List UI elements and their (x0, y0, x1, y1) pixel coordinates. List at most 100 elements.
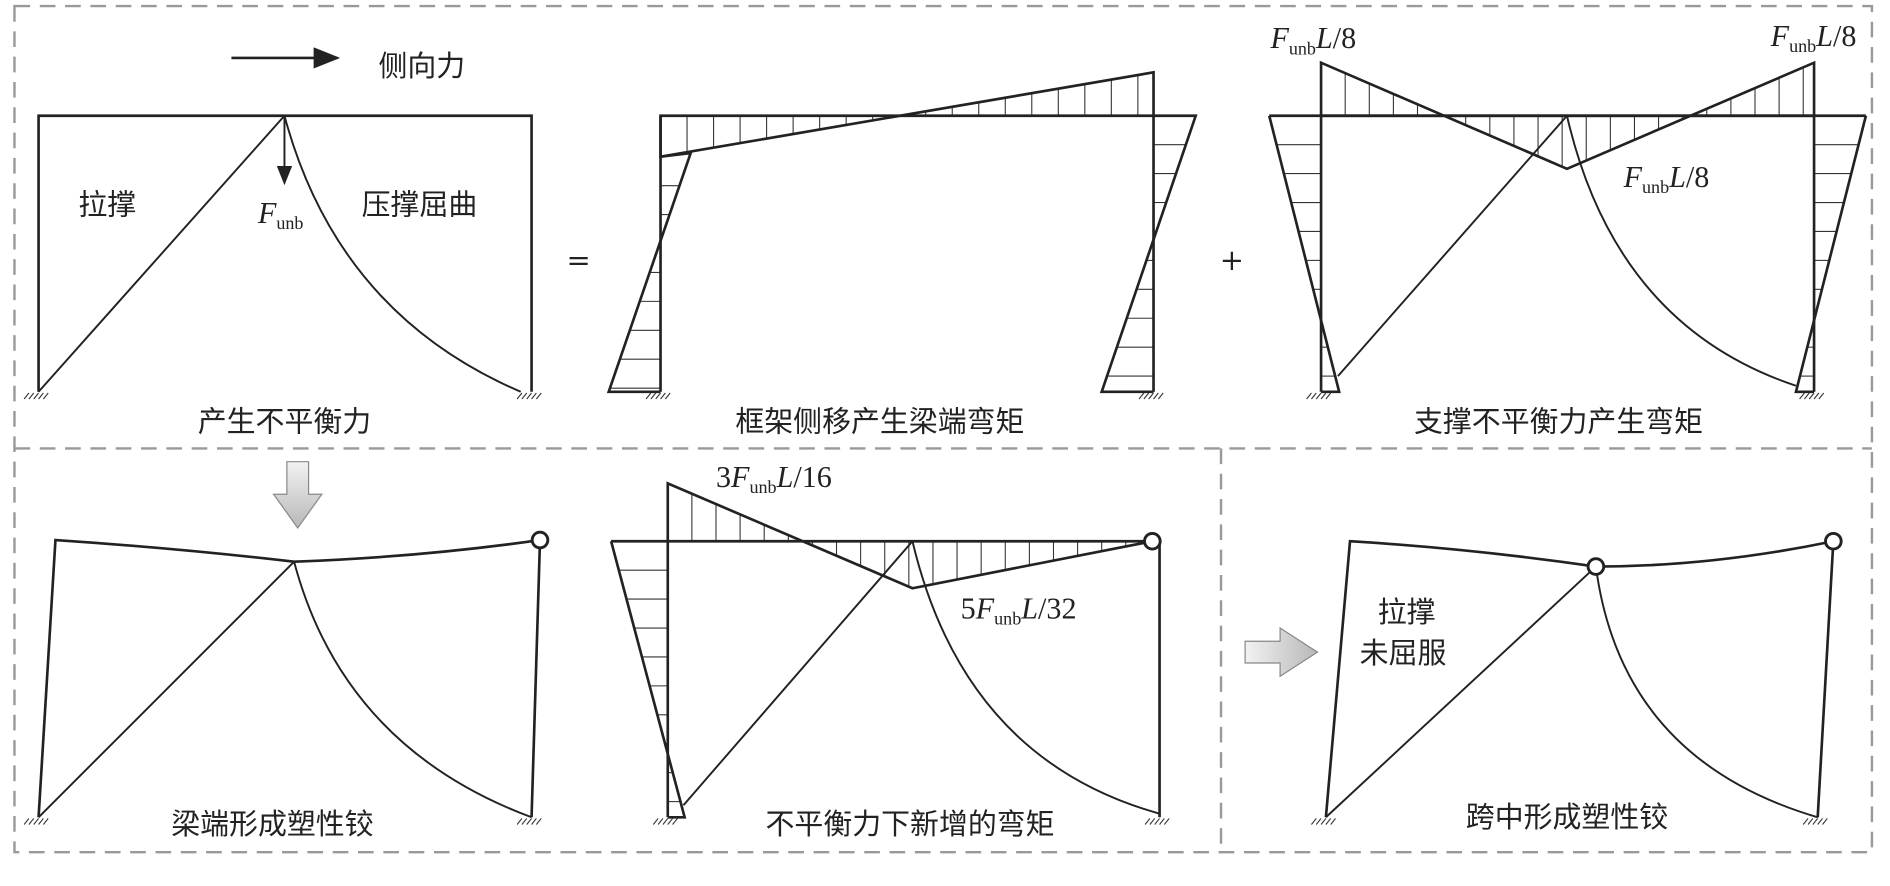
hatch-line (1144, 818, 1151, 825)
force-label: Funb (257, 196, 304, 233)
hatch-line (1315, 818, 1322, 825)
hatch-line (1817, 818, 1823, 825)
hatch-line (645, 392, 652, 400)
hatch-line (1153, 392, 1159, 400)
hatch-line (516, 392, 523, 400)
left-column-moment (1267, 115, 1341, 394)
hatch-line (1802, 818, 1809, 825)
tension-brace (1325, 565, 1597, 818)
panel-beam-end-hinge: 梁端形成塑性铰 (37, 461, 550, 841)
hatch-line (1330, 818, 1336, 825)
caption: 梁端形成塑性铰 (171, 807, 373, 841)
hatch-line (1154, 818, 1160, 825)
buckled-brace (283, 115, 522, 393)
hatch-line (1822, 818, 1828, 825)
buckled-brace (293, 561, 532, 819)
hatch-line (1818, 392, 1825, 400)
panel-additional-moment: 3FunbL/16 5FunbL/32 不平衡力下新增的弯矩 (609, 460, 1162, 841)
buckled-brace (1566, 115, 1797, 387)
hatch-line (1311, 392, 1317, 400)
right-arrow-icon (1244, 626, 1319, 678)
hatch-line (33, 392, 39, 400)
hatch-line (1320, 818, 1327, 825)
left-moment-label: FunbL/8 (1269, 21, 1356, 58)
panel-midspan-hinge: 拉撑 未屈服 跨中形成塑性铰 (1244, 531, 1843, 834)
brace-label-line2: 未屈服 (1360, 636, 1447, 670)
tension-brace (37, 561, 295, 818)
hatch-line (531, 392, 537, 400)
hatch-line (664, 392, 671, 400)
buckled-brace (1594, 566, 1818, 819)
tension-brace (1337, 115, 1568, 377)
hatch-line (1813, 392, 1820, 400)
frame (1319, 114, 1816, 392)
hatch-line (672, 818, 678, 825)
hatch-line (662, 818, 669, 825)
hatch-line (1799, 392, 1805, 400)
hatch-line (535, 818, 542, 825)
hatch-line (526, 818, 532, 825)
tension-brace (37, 115, 286, 393)
left-moment-label: 3FunbL/16 (716, 460, 832, 497)
hatch-line (38, 818, 44, 825)
hatch-line (531, 818, 537, 825)
right-column-moment (1099, 114, 1198, 394)
mid-moment-label: 5FunbL/32 (961, 591, 1077, 628)
beam-moment (666, 481, 1153, 590)
caption: 不平衡力下新增的弯矩 (766, 807, 1055, 841)
caption: 产生不平衡力 (198, 405, 371, 439)
equals-sign: = (566, 243, 590, 277)
frame (659, 114, 1155, 392)
hatch-line (1157, 392, 1164, 400)
hatch-line (655, 392, 661, 400)
beam-moment (1319, 60, 1816, 171)
hatch-line (1325, 392, 1332, 400)
panel-brace-unbalanced-moment: FunbL/8 FunbL/8 FunbL/8 支撑不平衡力产生弯矩 (1267, 19, 1868, 439)
hatch-line (1325, 818, 1332, 825)
tension-brace-label: 拉撑 (78, 188, 136, 222)
hatch-line (1159, 818, 1165, 825)
hatch-line (521, 818, 528, 825)
hatch-line (23, 392, 30, 400)
caption: 框架侧移产生梁端弯矩 (735, 405, 1024, 439)
right-moment-label: FunbL/8 (1770, 19, 1857, 56)
hatch-line (526, 392, 532, 400)
hatch-line (1320, 392, 1327, 400)
caption: 支撑不平衡力产生弯矩 (1414, 405, 1703, 439)
plastic-hinge-icon (530, 530, 550, 550)
mid-moment-label: FunbL/8 (1623, 160, 1710, 197)
hatch-line (535, 392, 542, 400)
brace-label-line1: 拉撑 (1378, 595, 1436, 629)
caption: 跨中形成塑性铰 (1466, 800, 1668, 834)
plastic-hinge-icon (1143, 531, 1162, 551)
plus-sign: + (1220, 243, 1244, 277)
hatch-line (516, 818, 523, 825)
hatch-line (42, 818, 49, 825)
hatch-line (657, 818, 664, 825)
buckled-brace-label: 压撑屈曲 (362, 188, 478, 222)
hatch-line (652, 818, 659, 825)
hatch-line (660, 392, 666, 400)
fixed-supports (23, 392, 1828, 825)
left-column-moment (609, 540, 687, 819)
hatch-line (1812, 818, 1819, 825)
hatch-line (42, 392, 49, 400)
hatch-line (650, 392, 657, 400)
hatch-line (1311, 818, 1317, 825)
hatch-line (1306, 392, 1312, 400)
hatch-line (1803, 392, 1810, 400)
hatch-line (667, 818, 674, 825)
hatch-line (1807, 818, 1814, 825)
right-column-moment (1794, 115, 1868, 394)
hatch-line (1148, 392, 1154, 400)
plastic-hinge-icon (1824, 531, 1843, 551)
panel-unbalanced-force: 侧向力 Funb 拉撑 压撑屈曲 产生不平衡力 (37, 47, 533, 439)
frame (666, 539, 1161, 818)
hatch-line (1149, 818, 1156, 825)
hatch-line (1315, 392, 1322, 400)
beam-moment (659, 70, 1155, 159)
plastic-hinge-icon (1586, 557, 1606, 576)
deformed-frame (37, 538, 542, 818)
tension-brace (682, 540, 914, 806)
